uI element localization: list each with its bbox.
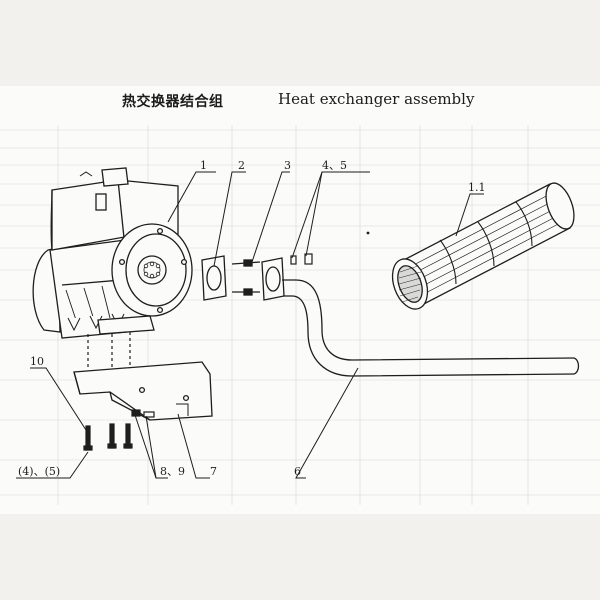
callout-1: 1 (200, 159, 207, 172)
heat-exchanger-body (32, 167, 193, 339)
callout-10: 10 (30, 355, 44, 368)
nuts-washers (290, 253, 313, 265)
title-chinese: 热交换器结合组 (122, 94, 224, 110)
callout-6: 6 (294, 465, 301, 478)
bracket-bolts (83, 332, 155, 451)
title-english: Heat exchanger assembly (278, 90, 475, 108)
callout-2: 2 (238, 159, 245, 172)
callout-labels: 1 2 3 4、5 1.1 10 (4)、(5) 8、9 7 6 (18, 159, 486, 478)
callout-4-5-paren: (4)、(5) (18, 465, 60, 478)
tube-bundle (391, 182, 575, 310)
callout-3: 3 (284, 159, 291, 172)
flange (231, 257, 285, 301)
callout-1-1: 1.1 (468, 181, 486, 194)
gasket (201, 255, 227, 301)
leader-lines (16, 171, 484, 479)
bracket (73, 361, 213, 421)
callout-8-9: 8、9 (160, 465, 185, 478)
stray-dot (366, 231, 370, 235)
callout-4-5: 4、5 (322, 159, 347, 172)
bent-pipe (282, 279, 580, 377)
callout-7: 7 (210, 465, 217, 478)
